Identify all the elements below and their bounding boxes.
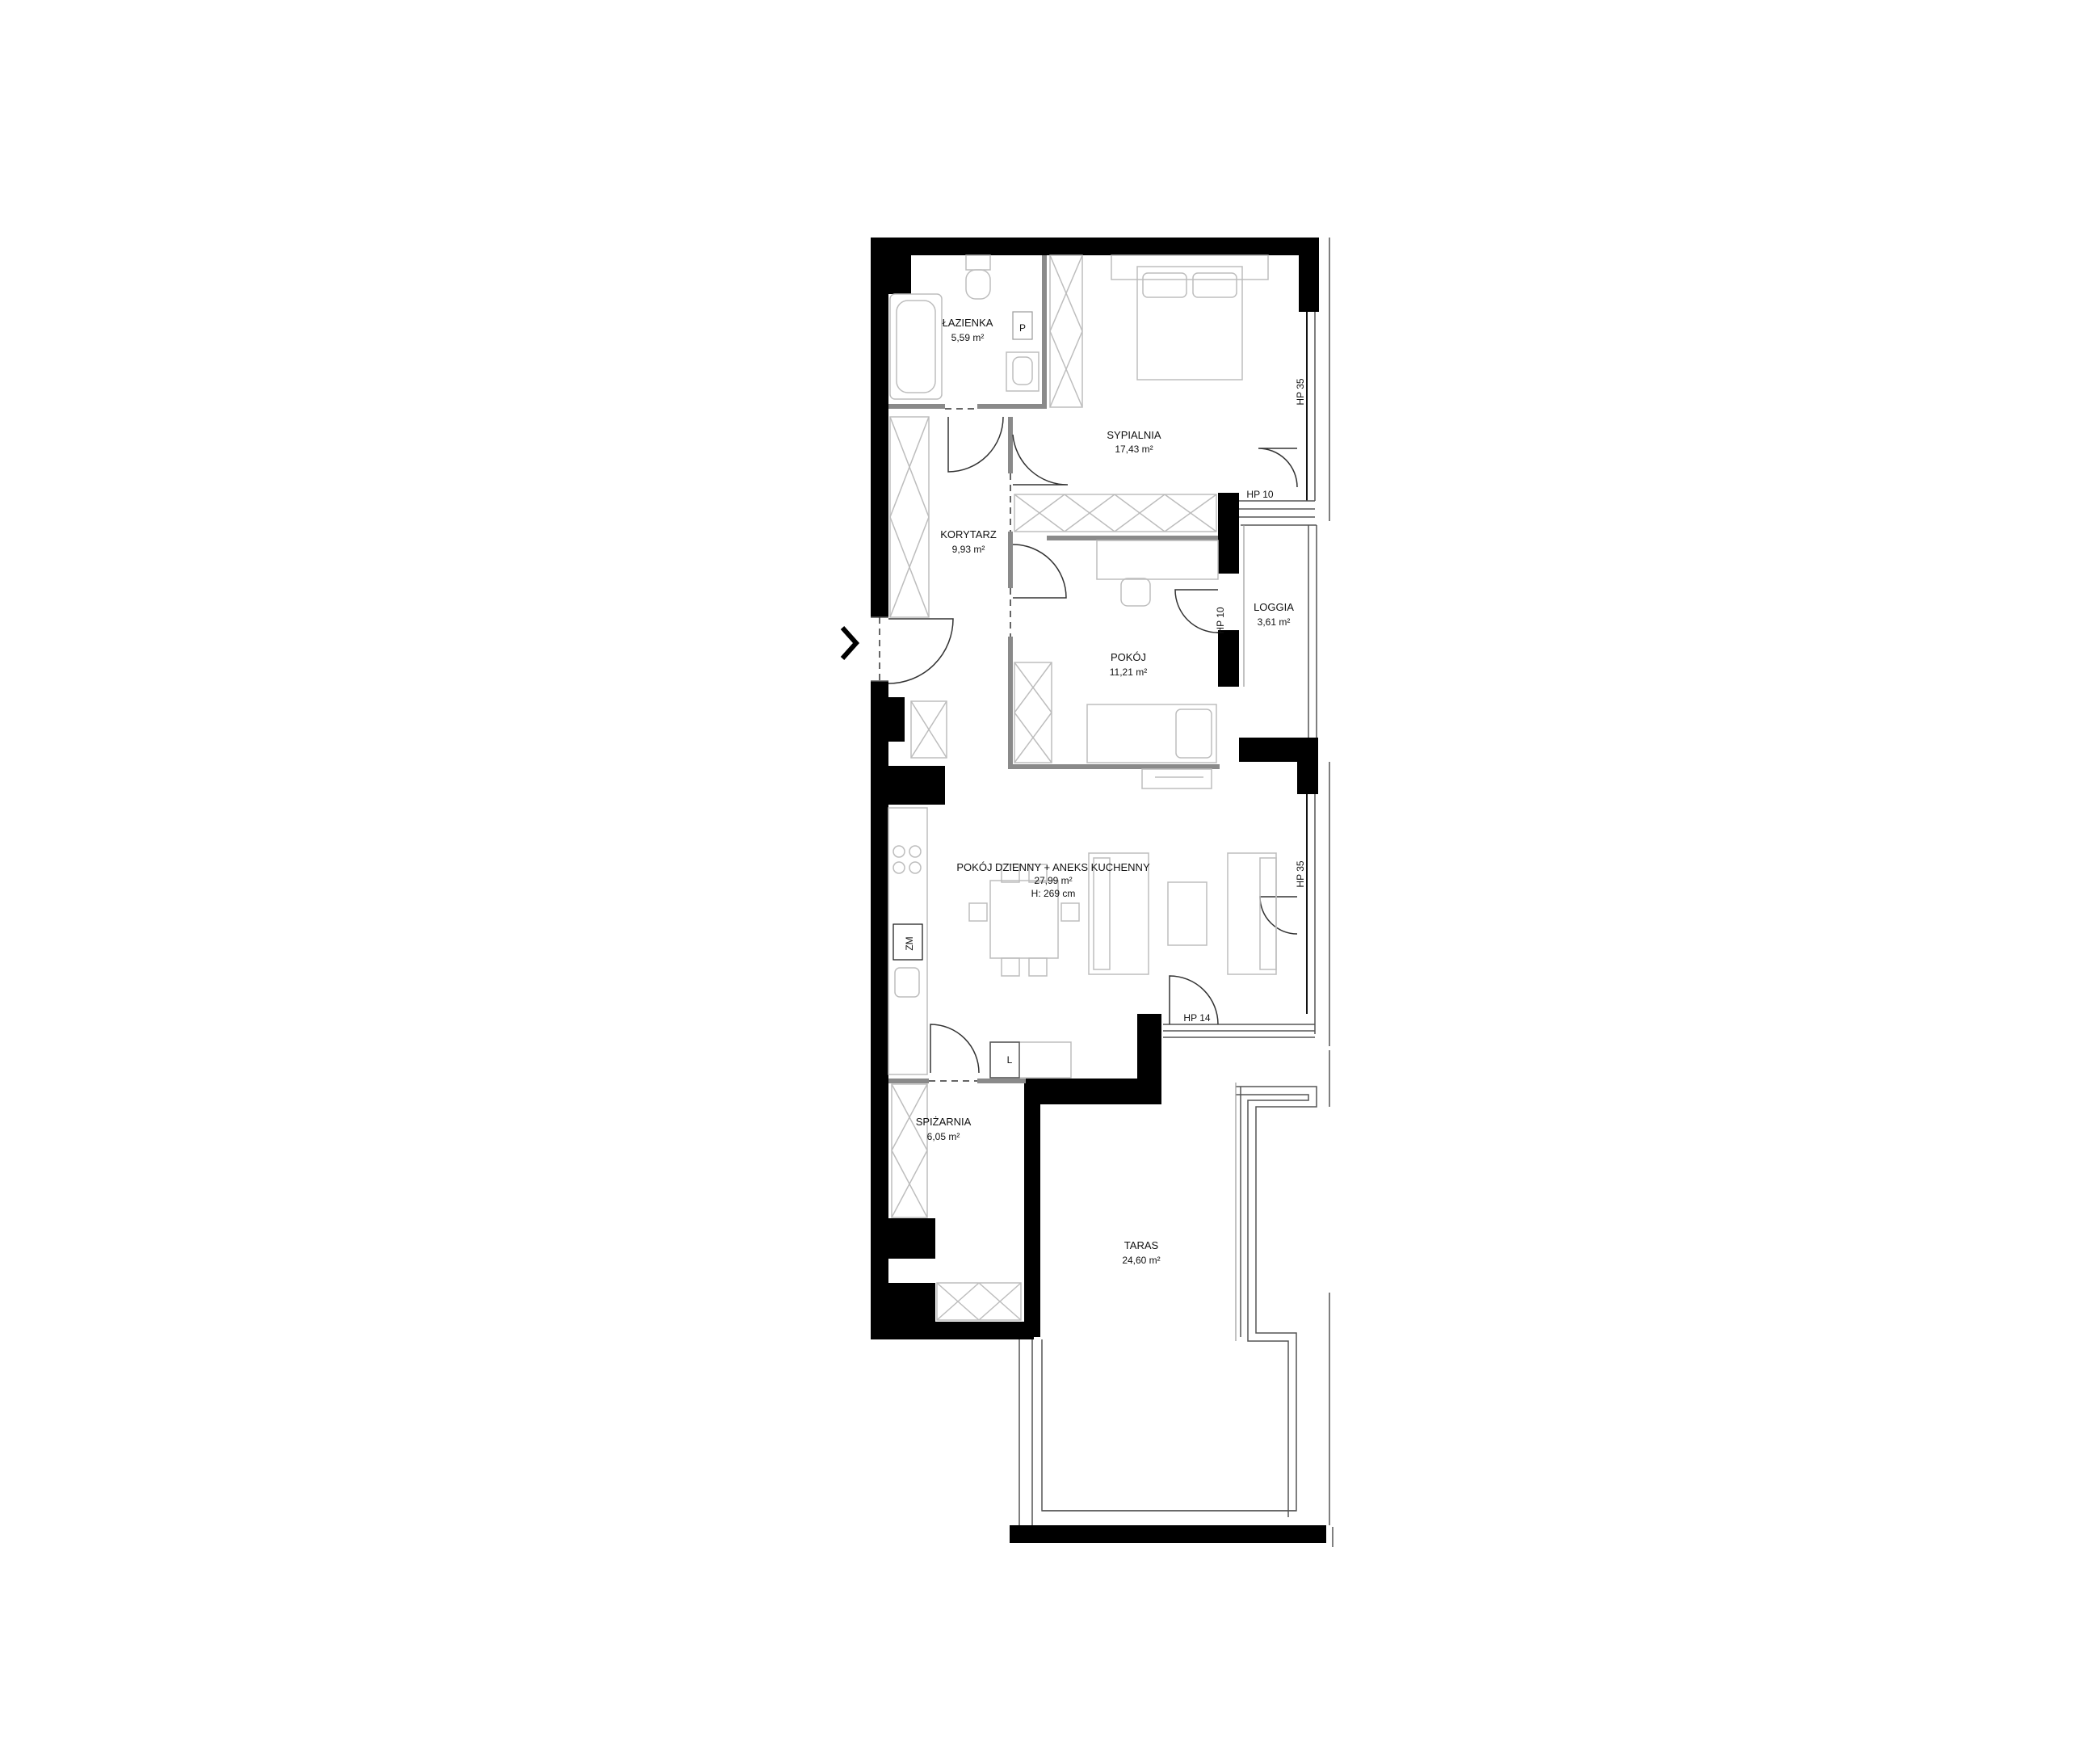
bedroom-name: SYPIALNIA: [1107, 429, 1161, 441]
terrace-outline: [1018, 1050, 1334, 1547]
room-furniture: [1014, 540, 1219, 789]
bedroom-furniture: [1014, 254, 1269, 532]
marker-hp35-bottom: HP 35: [1295, 860, 1306, 887]
window-lines: [871, 238, 1330, 1046]
room-area: 11,21 m²: [1110, 666, 1147, 678]
marker-hp10-vertical: HP 10: [1215, 607, 1226, 633]
entrance-arrow-icon: [840, 625, 860, 661]
loggia-area: 3,61 m²: [1258, 616, 1291, 628]
bedroom-area: 17,43 m²: [1115, 444, 1153, 455]
bathroom-name: ŁAZIENKA: [943, 317, 993, 329]
living-height: H: 269 cm: [1031, 888, 1076, 899]
marker-hp10-horizontal: HP 10: [1246, 489, 1273, 500]
marker-p: P: [1019, 322, 1026, 334]
living-furniture: [968, 852, 1277, 977]
terrace-name: TARAS: [1124, 1239, 1159, 1251]
living-name: POKÓJ DZIENNY + ANEKS KUCHENNY: [956, 861, 1150, 873]
marker-hp35-top: HP 35: [1295, 378, 1306, 405]
loggia-name: LOGGIA: [1254, 601, 1294, 613]
bathroom-area: 5,59 m²: [951, 332, 985, 343]
corridor-name: KORYTARZ: [940, 528, 997, 540]
kitchen-furniture: [888, 700, 1072, 1079]
terrace-area: 24,60 m²: [1122, 1255, 1160, 1266]
corridor-wardrobe: [889, 416, 930, 618]
marker-hp14: HP 14: [1183, 1012, 1210, 1024]
bathroom-fixtures: [889, 254, 1083, 408]
living-area: 27,99 m²: [1034, 875, 1072, 886]
corridor-area: 9,93 m²: [952, 544, 985, 555]
marker-zm: ZM: [904, 936, 915, 950]
room-name: POKÓJ: [1111, 651, 1146, 663]
exterior-walls: [871, 238, 1326, 1543]
partition-walls: [888, 255, 1220, 1083]
doors: [879, 408, 1298, 1082]
pantry-shelving: [891, 1083, 1022, 1321]
marker-l: L: [1007, 1054, 1013, 1066]
pantry-name: SPIŻARNIA: [916, 1116, 972, 1128]
pantry-area: 6,05 m²: [927, 1131, 960, 1142]
